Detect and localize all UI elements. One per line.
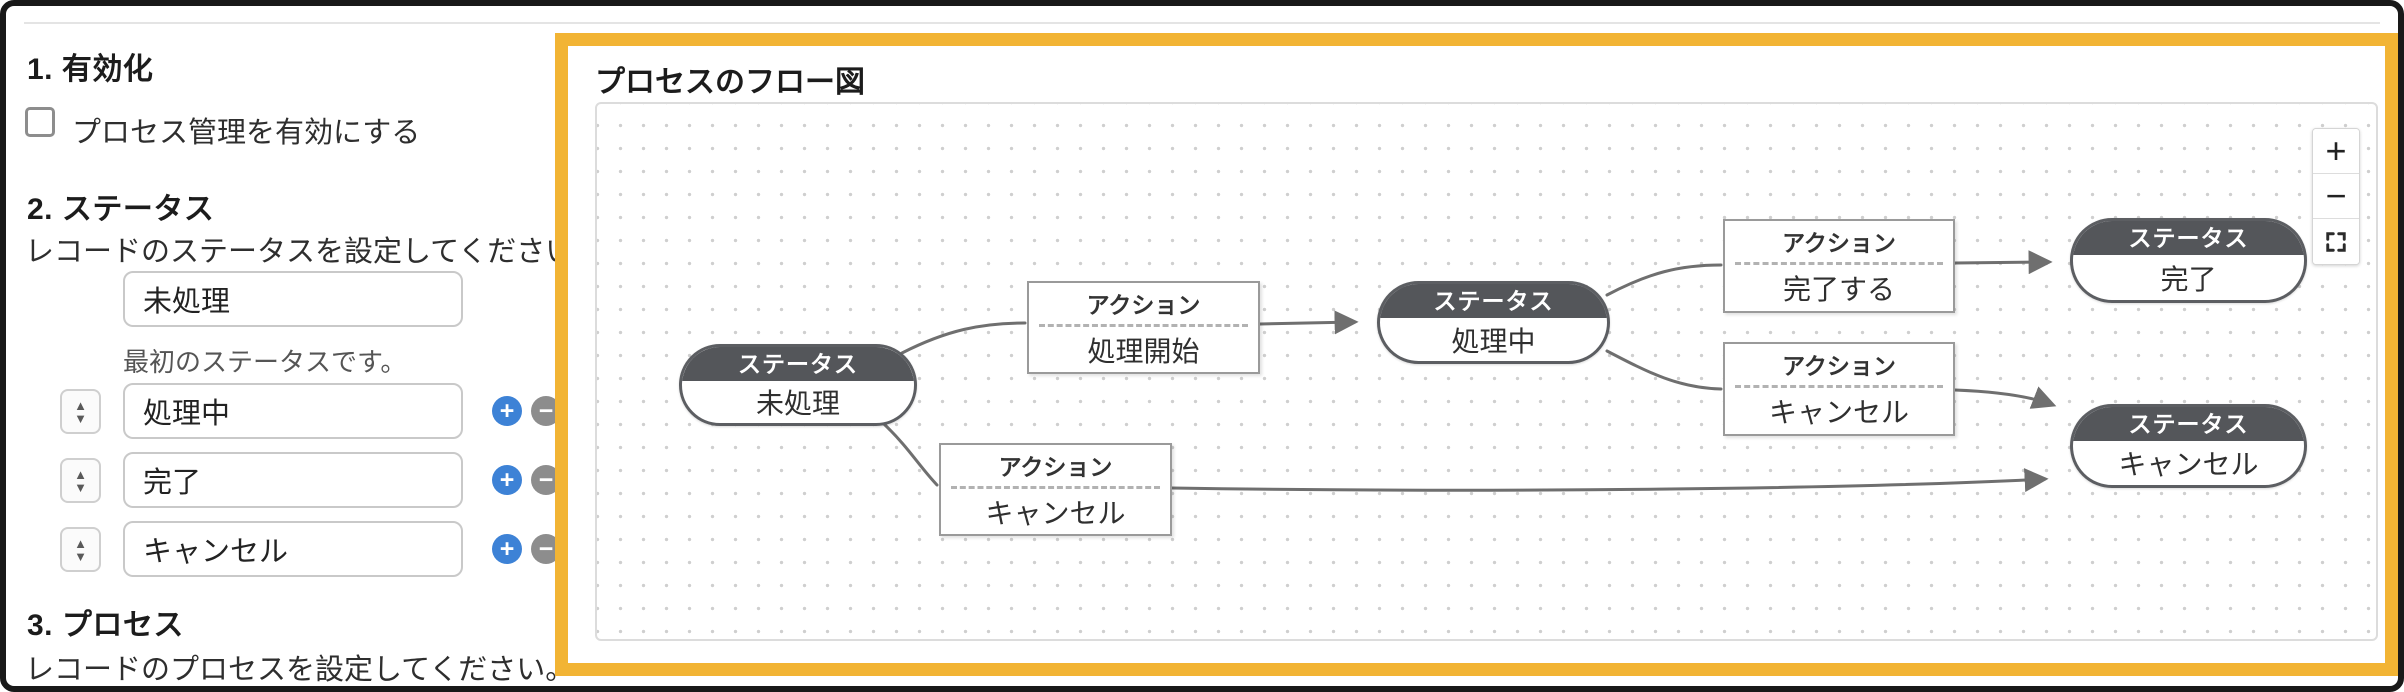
add-status-button[interactable]: +: [492, 465, 522, 495]
edge-cancel-lower-to-cancel: [1170, 468, 2049, 493]
arrow-down-icon: ▼: [74, 410, 87, 426]
minus-icon: −: [2325, 175, 2347, 216]
action-node-divider: [1039, 324, 1248, 327]
action-node-divider: [1735, 385, 1943, 388]
action-node-start: アクション 処理開始: [1027, 281, 1260, 374]
edge-untreated-to-start: [900, 321, 1027, 355]
status-node-name: 処理中: [1451, 325, 1536, 357]
status-node-type-label: ステータス: [2073, 407, 2304, 441]
status-input-cancel[interactable]: [123, 521, 463, 577]
action-node-name: 完了する: [1782, 274, 1895, 305]
status-input-complete[interactable]: [123, 452, 463, 508]
status-node-cancel: ステータス キャンセル: [2070, 404, 2307, 488]
action-node-type-label: アクション: [998, 454, 1113, 480]
action-node-name: キャンセル: [985, 497, 1126, 529]
zoom-out-button[interactable]: −: [2313, 174, 2359, 219]
remove-status-button[interactable]: −: [531, 465, 561, 495]
status-node-name: 未処理: [755, 388, 840, 419]
flow-diagram-canvas[interactable]: ステータス 未処理 ステータス 処理中 ステータス 完了 ステータス キャンセル…: [595, 102, 2378, 641]
arrow-up-icon: ▲: [74, 466, 87, 482]
arrow-down-icon: ▼: [74, 479, 87, 495]
action-node-type-label: アクション: [1782, 353, 1896, 379]
action-node-divider: [951, 486, 1160, 489]
zoom-in-button[interactable]: +: [2313, 129, 2359, 174]
arrow-down-icon: ▼: [74, 548, 87, 564]
section-heading-process: 3. プロセス: [27, 609, 184, 642]
status-node-type-label: ステータス: [1380, 284, 1607, 318]
flow-panel-title: プロセスのフロー図: [595, 66, 865, 99]
status-section-description: レコードのステータスを設定してください。: [25, 236, 604, 268]
process-enable-label: プロセス管理を有効にする: [72, 117, 421, 149]
status-node-processing: ステータス 処理中: [1377, 281, 1610, 364]
action-node-type-label: アクション: [1086, 292, 1201, 318]
status-node-untreated: ステータス 未処理: [679, 344, 917, 426]
plus-icon: +: [2325, 130, 2347, 171]
action-node-cancel-upper: アクション キャンセル: [1723, 342, 1955, 436]
status-input-processing[interactable]: [123, 383, 463, 439]
action-node-complete: アクション 完了する: [1723, 219, 1955, 313]
reorder-spinner[interactable]: ▲ ▼: [60, 527, 101, 572]
status-node-type-label: ステータス: [2073, 221, 2304, 255]
top-divider: [24, 22, 2380, 24]
reorder-spinner[interactable]: ▲ ▼: [60, 389, 101, 434]
action-node-name: 処理開始: [1087, 335, 1200, 367]
action-node-type-label: アクション: [1782, 230, 1896, 256]
process-flow-panel: プロセスのフロー図 ステータス 未処理: [555, 33, 2398, 676]
process-enable-checkbox[interactable]: [25, 107, 55, 137]
section-heading-activation: 1. 有効化: [27, 53, 154, 86]
edge-processing-to-cancel-action: [1605, 349, 1723, 391]
reorder-spinner[interactable]: ▲ ▼: [60, 458, 101, 503]
section-heading-status: 2. ステータス: [27, 193, 215, 226]
status-node-complete: ステータス 完了: [2070, 218, 2307, 303]
edge-untreated-to-cancel-action: [882, 422, 939, 487]
add-status-button[interactable]: +: [492, 534, 522, 564]
action-node-cancel-lower: アクション キャンセル: [939, 443, 1172, 536]
fullscreen-button[interactable]: [2313, 219, 2359, 264]
arrow-up-icon: ▲: [74, 397, 87, 413]
canvas-zoom-controls: + −: [2312, 128, 2360, 265]
action-node-name: キャンセル: [1768, 397, 1909, 428]
arrow-up-icon: ▲: [74, 535, 87, 551]
action-node-divider: [1735, 262, 1943, 265]
fullscreen-icon: [2326, 231, 2346, 252]
status-input-first[interactable]: [123, 271, 463, 327]
edge-processing-to-complete-action: [1605, 263, 1723, 297]
add-status-button[interactable]: +: [492, 396, 522, 426]
edge-complete-action-to-complete: [1953, 250, 2053, 275]
process-section-description: レコードのプロセスを設定してください。: [25, 654, 575, 686]
first-status-note: 最初のステータスです。: [123, 347, 407, 377]
flow-edges: [882, 250, 2057, 493]
status-node-name: キャンセル: [2118, 449, 2259, 480]
edge-start-to-processing: [1258, 310, 1359, 335]
status-node-type-label: ステータス: [682, 347, 914, 381]
edge-cancel-action-to-cancel: [1953, 386, 2057, 409]
status-node-name: 完了: [2160, 263, 2217, 295]
